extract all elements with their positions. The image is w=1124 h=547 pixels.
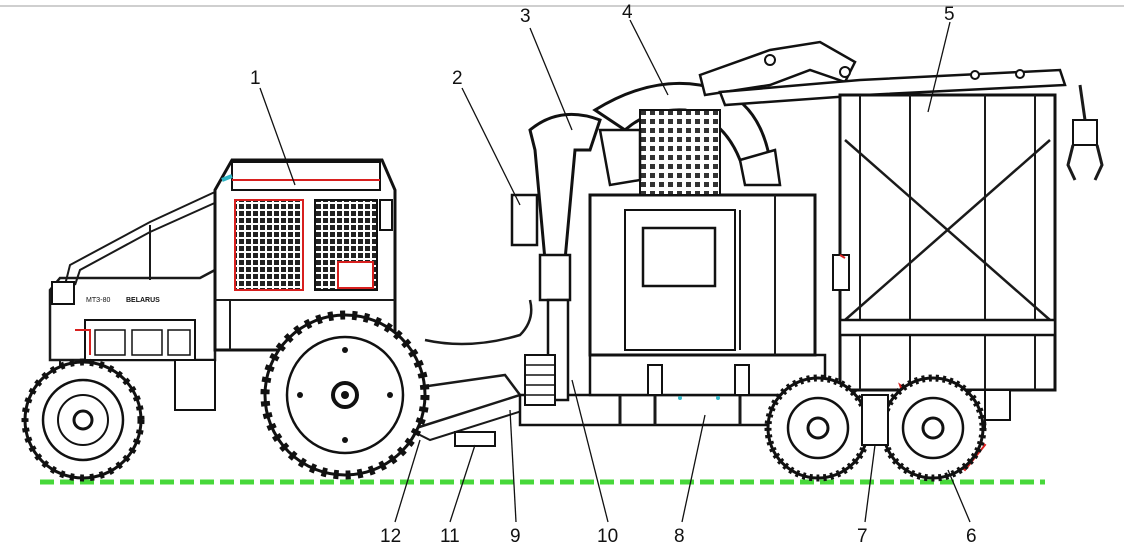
chipper-unit [510,81,832,427]
callout-5: 5 [944,4,955,25]
tractor-badge-text: BELARUS [126,297,160,304]
tractor: МТЗ-80 BELARUS [48,158,533,447]
callout-6: 6 [966,526,977,547]
leader-lines [259,19,971,523]
callout-3: 3 [520,6,531,27]
callout-7: 7 [857,526,868,547]
callout-labels: 1 2 3 4 5 6 7 8 9 10 11 12 [250,2,977,547]
tractor-rear-wheel [260,310,430,480]
callout-4: 4 [622,2,633,23]
callout-12: 12 [380,526,401,547]
chip-container [832,93,1057,472]
callout-1: 1 [250,68,261,89]
crane-arm [698,40,1104,181]
trailer-rear-wheel [879,374,987,482]
callout-9: 9 [510,526,521,547]
axle-bracket [861,394,889,446]
callout-10: 10 [597,526,618,547]
tractor-front-wheel [21,358,145,482]
tractor-model-text: МТЗ-80 [86,297,110,304]
callout-2: 2 [452,68,463,89]
callout-11: 11 [440,526,460,547]
trailer-front-wheel [764,374,872,482]
callout-8: 8 [674,526,685,547]
